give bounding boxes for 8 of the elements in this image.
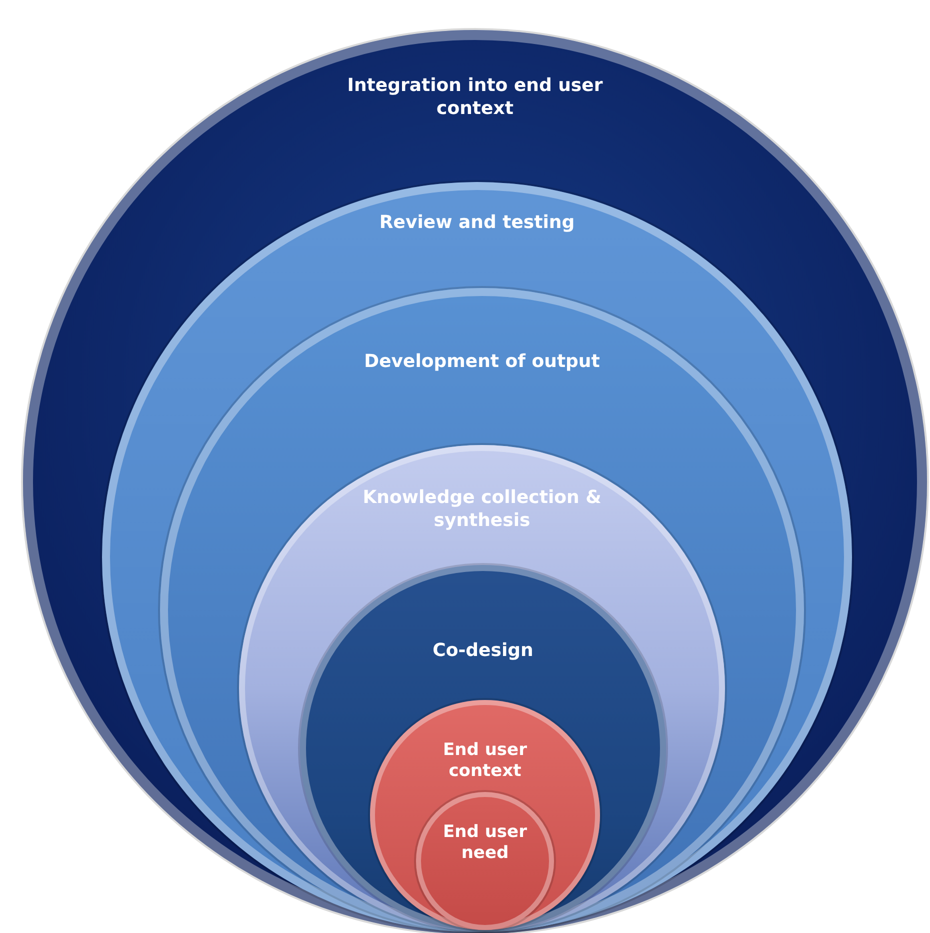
- stage-circle: [416, 792, 554, 930]
- stage-label: Co-design: [432, 640, 534, 662]
- stage-label: Knowledge collection & synthesis: [362, 487, 602, 532]
- stage-label: Review and testing: [378, 212, 576, 234]
- stage-label: Integration into end user context: [346, 75, 604, 120]
- stage-label: Development of output: [363, 351, 601, 374]
- stage-label: End user need: [442, 822, 528, 864]
- stage-label: End user context: [442, 740, 528, 782]
